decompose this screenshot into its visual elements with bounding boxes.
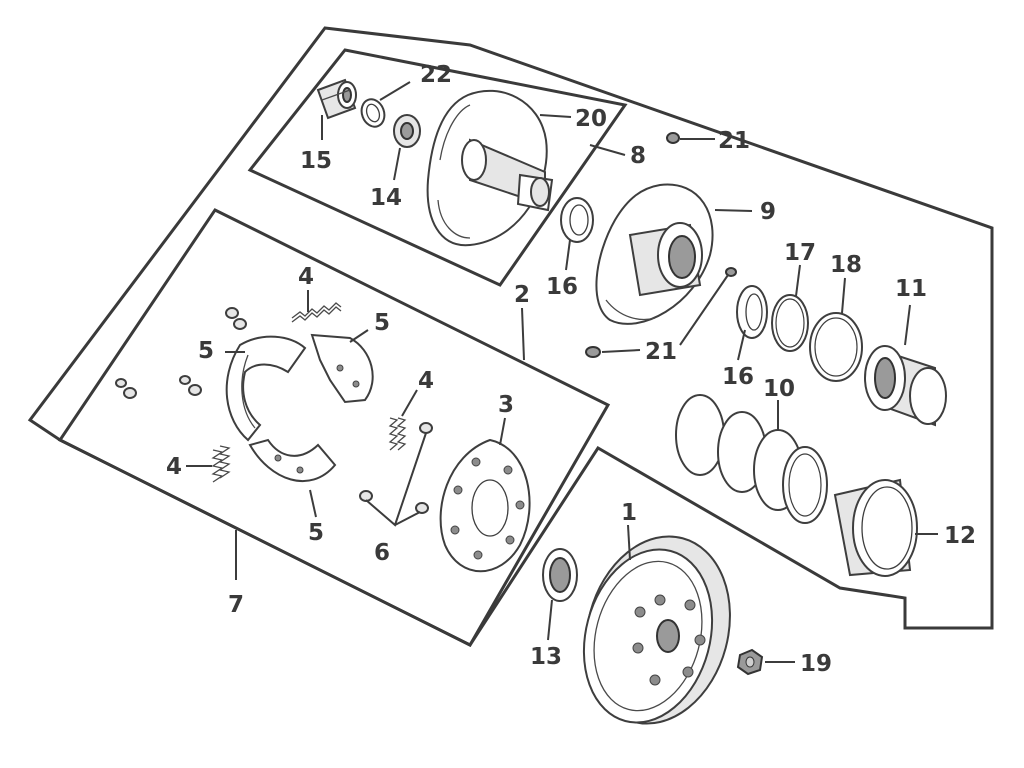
clutch-pin-part-group <box>359 422 433 514</box>
callout-labels: 1 2 3 4 4 4 5 5 5 6 7 8 9 10 11 12 13 14… <box>166 62 976 677</box>
clutch-spring-part-middle <box>388 417 407 451</box>
callout-11: 11 <box>895 276 927 302</box>
callout-19: 19 <box>800 651 832 677</box>
callout-14: 14 <box>370 185 402 211</box>
guide-pin-part-lower <box>585 267 737 358</box>
guide-pin-part-top <box>666 132 680 144</box>
washer-part-group <box>115 307 247 399</box>
callout-2: 2 <box>514 282 530 308</box>
callout-5b: 5 <box>198 338 214 364</box>
callout-4b: 4 <box>418 368 434 394</box>
callout-4a: 4 <box>298 264 314 290</box>
clutch-spring-part-left <box>211 445 231 483</box>
callout-17: 17 <box>784 240 816 266</box>
callout-18: 18 <box>830 252 862 278</box>
oil-seal-part-lower <box>736 285 768 339</box>
clutch-shoe-part-bottom <box>248 438 337 482</box>
thrust-washer-part <box>542 548 578 602</box>
callout-22: 22 <box>420 62 452 88</box>
lock-nut-part <box>736 648 764 676</box>
circlip-part <box>360 98 386 128</box>
callout-1: 1 <box>621 500 637 526</box>
callout-7: 7 <box>228 592 244 618</box>
callout-5c: 5 <box>308 520 324 546</box>
driven-movable-face-part <box>595 183 714 325</box>
seal-collar-part <box>864 345 947 427</box>
pulley-group-frame <box>247 48 628 287</box>
clutch-spring-part-top <box>291 302 342 323</box>
callout-15: 15 <box>300 148 332 174</box>
callout-13: 13 <box>530 644 562 670</box>
driven-spring-part <box>675 394 828 524</box>
ball-bearing-part <box>393 114 421 148</box>
callout-3: 3 <box>498 392 514 418</box>
oil-seal-part-upper <box>560 197 594 243</box>
clutch-outer-ring-part <box>833 478 918 577</box>
callout-10: 10 <box>763 376 795 402</box>
clutch-shoe-part-left <box>225 335 307 442</box>
callout-16b: 16 <box>722 364 754 390</box>
callout-5a: 5 <box>374 310 390 336</box>
o-ring-part-small <box>771 294 809 352</box>
callout-20: 20 <box>575 106 607 132</box>
callout-16a: 16 <box>546 274 578 300</box>
callout-21b: 21 <box>645 339 677 365</box>
clutch-shoe-part-right <box>310 333 374 404</box>
clutch-drive-plate-part <box>439 438 531 573</box>
callout-6: 6 <box>374 540 390 566</box>
o-ring-part-large <box>809 312 863 382</box>
callout-4c: 4 <box>166 454 182 480</box>
assembly-frame-outer <box>27 26 994 647</box>
leader-lines <box>186 81 938 663</box>
needle-bearing-part <box>316 78 357 120</box>
callout-12: 12 <box>944 523 976 549</box>
clutch-outer-drum-part <box>582 535 731 725</box>
callout-8: 8 <box>630 143 646 169</box>
clutch-group-frame <box>57 208 611 647</box>
callout-21a: 21 <box>718 128 750 154</box>
driven-fixed-face-part <box>426 89 554 247</box>
callout-9: 9 <box>760 199 776 225</box>
